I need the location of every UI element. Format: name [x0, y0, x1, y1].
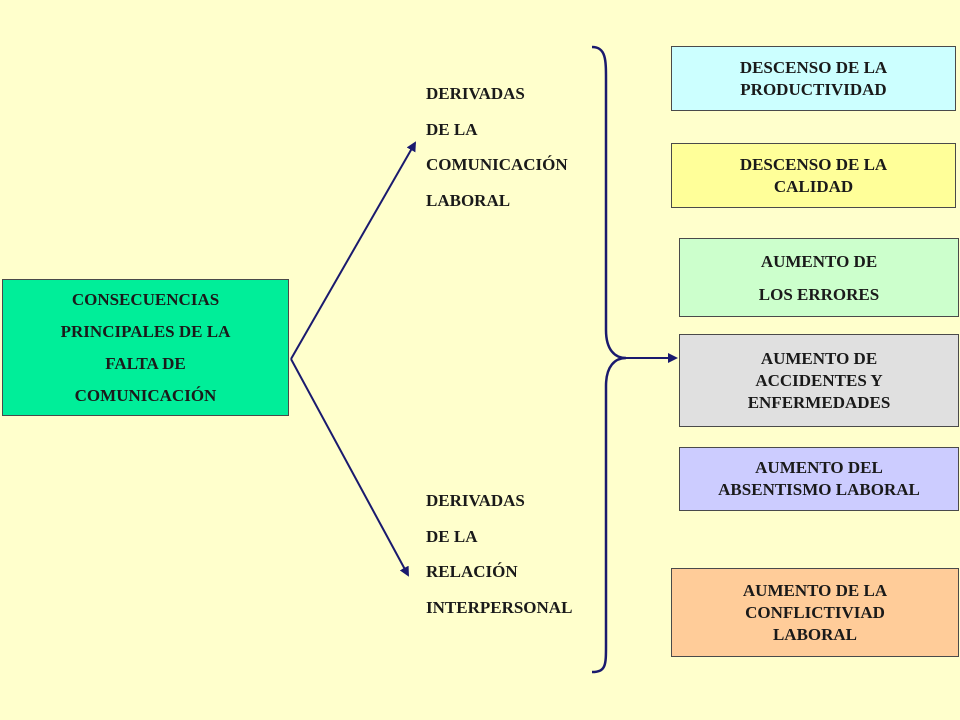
main-box-line: PRINCIPALES DE LA — [60, 321, 231, 341]
result-box-line: CONFLICTIVIAD — [745, 602, 885, 622]
main-consequences-box: CONSECUENCIAS PRINCIPALES DE LA FALTA DE… — [2, 279, 289, 416]
result-box-line: PRODUCTIVIDAD — [740, 79, 887, 99]
result-box-conflictividad: AUMENTO DE LA CONFLICTIVIAD LABORAL — [671, 568, 959, 657]
result-box-productividad: DESCENSO DE LA PRODUCTIVIDAD — [671, 46, 956, 111]
branch-label-line: DE LA — [426, 526, 478, 546]
result-box-line: DESCENSO DE LA — [739, 57, 888, 77]
arrow-to-interpersonal — [290, 358, 409, 577]
main-box-line: CONSECUENCIAS — [71, 289, 220, 309]
curly-brace — [591, 45, 627, 674]
result-box-line: ABSENTISMO LABORAL — [718, 480, 920, 499]
branch-label-line: COMUNICACIÓN — [426, 155, 568, 174]
result-box-line: ACCIDENTES Y — [755, 370, 883, 390]
result-box-line: DESCENSO DE LA — [739, 154, 888, 174]
result-box-errores: AUMENTO DE LOS ERRORES — [679, 238, 959, 317]
main-box-line: FALTA DE — [105, 353, 186, 373]
branch-label-line: DERIVADAS — [426, 491, 525, 510]
branch-label-line: INTERPERSONAL — [426, 597, 573, 617]
result-box-absentismo: AUMENTO DEL ABSENTISMO LABORAL — [679, 447, 959, 511]
branch-label-line: DERIVADAS — [426, 84, 525, 103]
arrow-to-laboral — [290, 141, 416, 360]
result-box-line: AUMENTO DE — [760, 348, 878, 368]
result-box-line: LABORAL — [772, 624, 858, 644]
result-box-calidad: DESCENSO DE LA CALIDAD — [671, 143, 956, 208]
branch-label-line: DE LA — [426, 119, 478, 139]
result-box-line: AUMENTO DEL — [755, 458, 883, 477]
branch-label-line: LABORAL — [426, 190, 511, 210]
branch-label-comunicacion-laboral: DERIVADAS DE LA COMUNICACIÓN LABORAL — [426, 76, 568, 218]
result-box-line: CALIDAD — [773, 176, 854, 196]
branch-label-relacion-interpersonal: DERIVADAS DE LA RELACIÓN INTERPERSONAL — [426, 483, 572, 625]
result-box-line: ENFERMEDADES — [747, 392, 891, 412]
branch-label-line: RELACIÓN — [426, 562, 518, 581]
result-box-line: AUMENTO DE LA — [742, 580, 888, 600]
result-box-line: AUMENTO DE — [760, 251, 878, 271]
main-box-line: COMUNICACIÓN — [74, 385, 217, 405]
result-box-line: LOS ERRORES — [758, 284, 880, 304]
result-box-accidentes: AUMENTO DE ACCIDENTES Y ENFERMEDADES — [679, 334, 959, 427]
